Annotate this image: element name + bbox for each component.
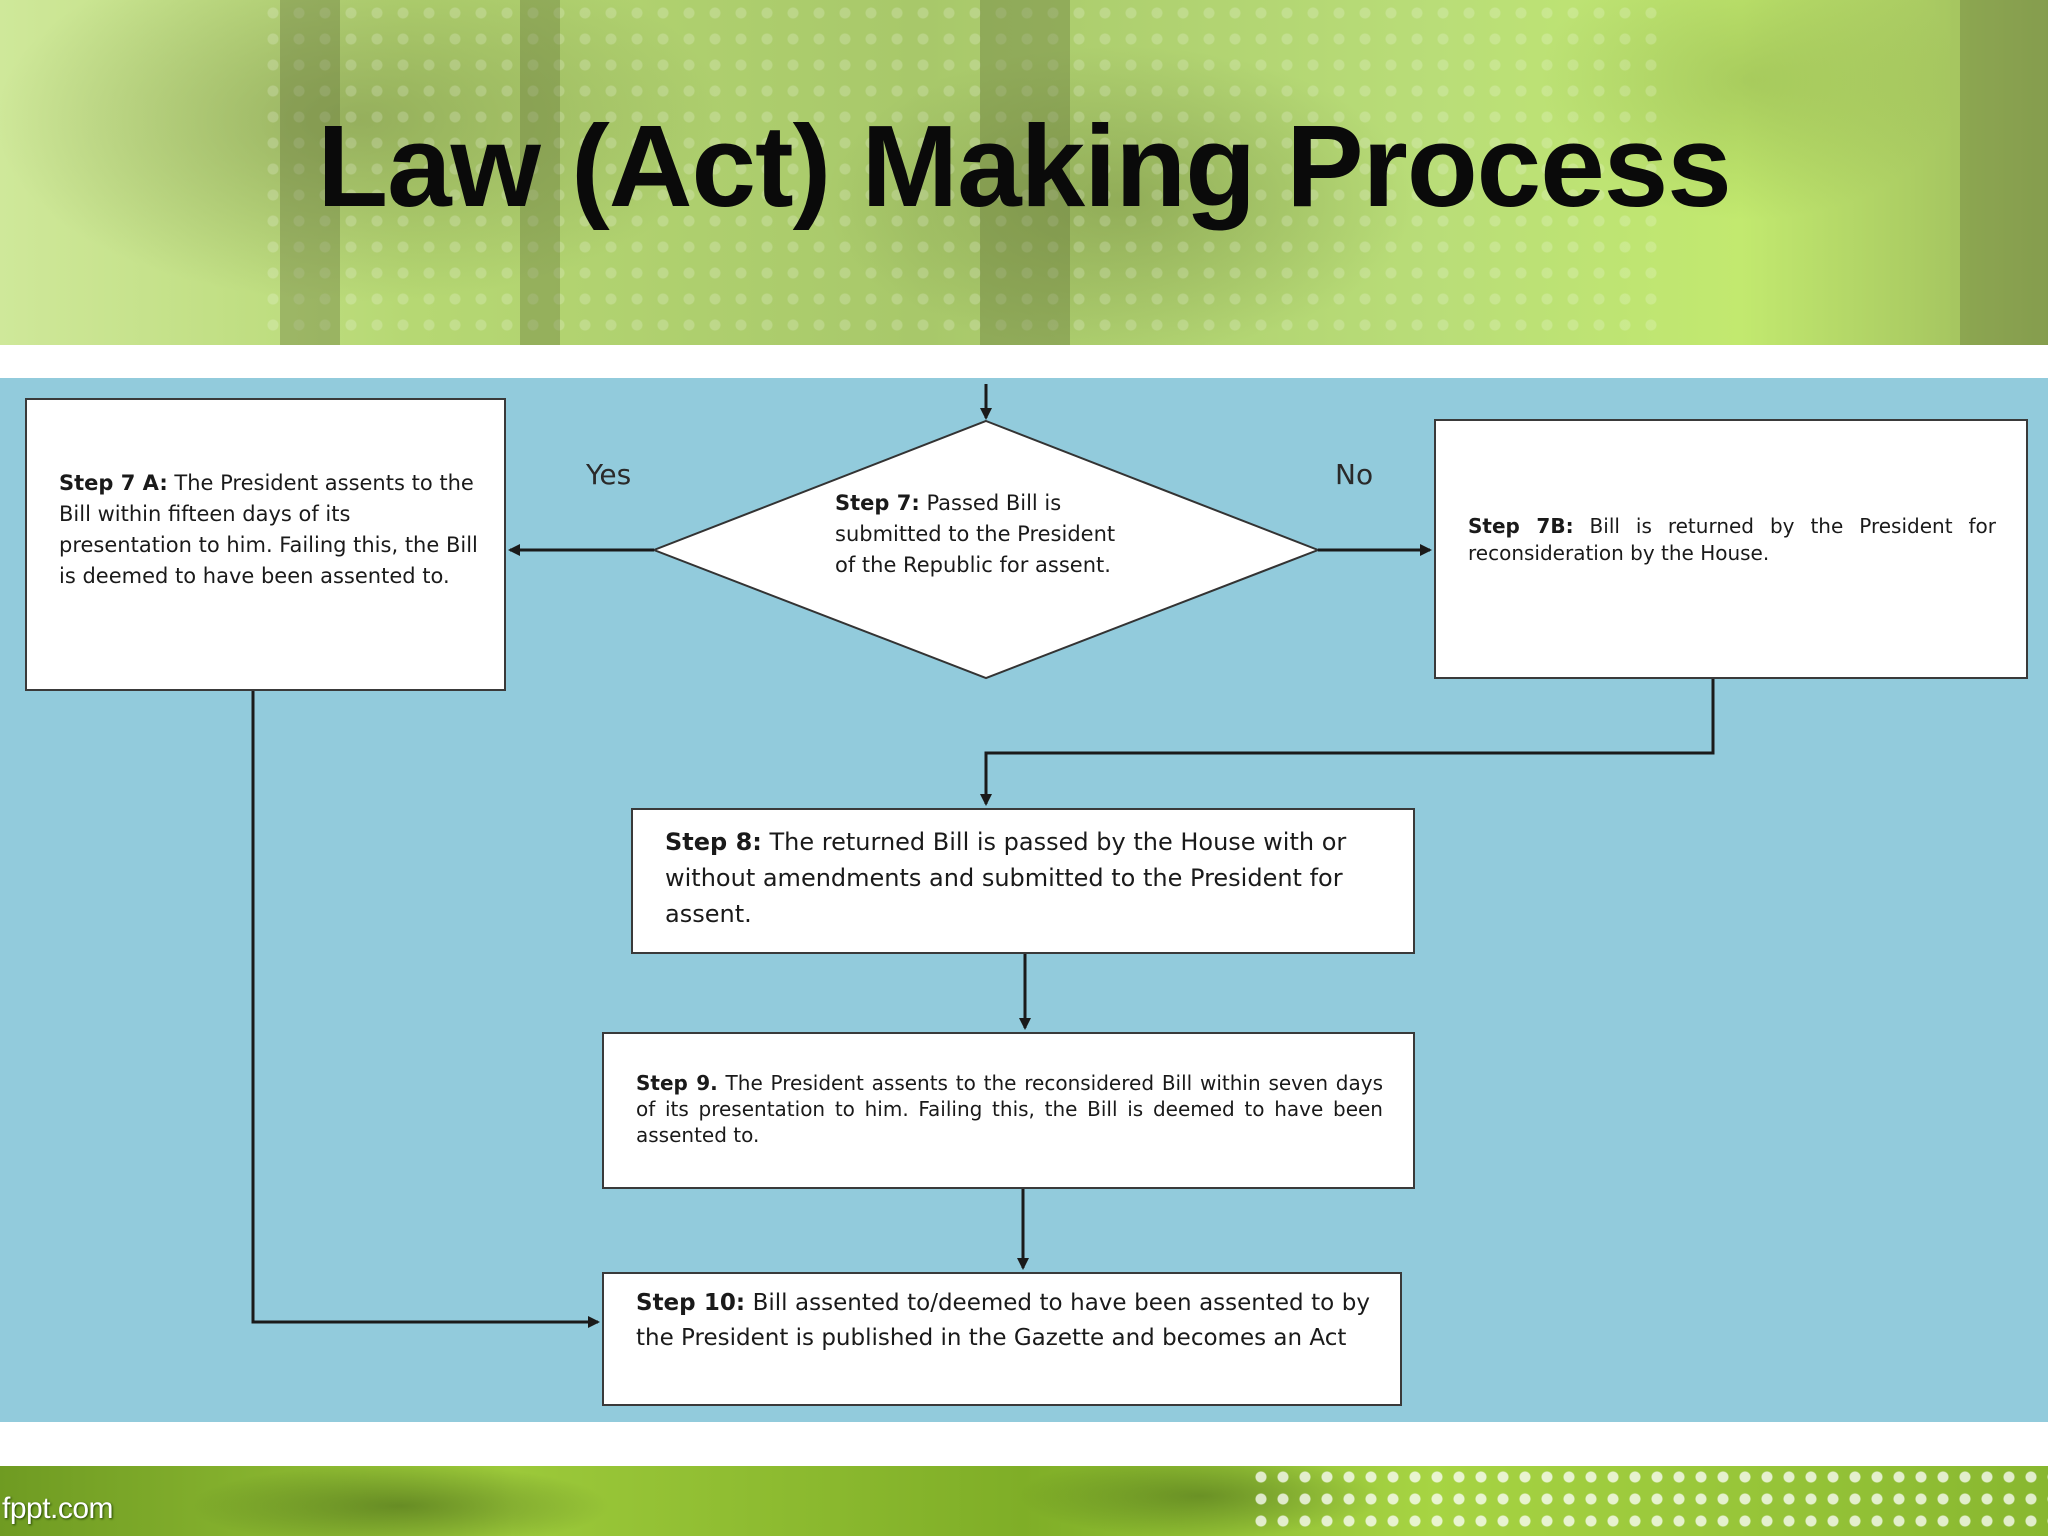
step7b-to-step8-arrow [980,679,1715,806]
header-grunge-streak [280,0,340,345]
header-banner [0,0,2048,345]
step7a-label: Step 7 A: [59,471,168,495]
step9-box: Step 9. The President assents to the rec… [602,1032,1415,1189]
decision-diamond [651,419,1321,680]
step9-body: The President assents to the reconsidere… [636,1071,1383,1147]
header-grunge-streak [980,0,1070,345]
step7b-box: Step 7B: Bill is returned by the Preside… [1434,419,2028,679]
no-label: No [1335,458,1374,491]
step8-box: Step 8: The returned Bill is passed by t… [631,808,1415,954]
footer-brand-text: fppt.com [2,1492,114,1525]
step8-label: Step 8: [665,828,762,856]
footer-banner [0,1466,2048,1536]
step10-box: Step 10: Bill assented to/deemed to have… [602,1272,1402,1406]
footer-dot-pattern [1250,1466,2048,1536]
step9-label: Step 9. [636,1071,718,1095]
header-dot-pattern [260,0,1660,345]
step7a-box: Step 7 A: The President assents to the B… [25,398,506,691]
step10-body: Bill assented to/deemed to have been ass… [636,1290,1370,1351]
step7-label: Step 7: [835,491,920,515]
step7a-body: The President assents to the Bill within… [59,471,478,588]
header-grunge-streak [1960,0,2048,345]
step7-decision-text: Step 7: Passed Bill is submitted to the … [835,488,1135,581]
step7b-label: Step 7B: [1468,514,1574,538]
step7a-to-step10-arrow [251,691,600,1328]
step10-label: Step 10: [636,1290,746,1316]
slide-title: Law (Act) Making Process [317,101,1731,231]
step7b-body: Bill is returned by the President for re… [1468,514,1996,565]
step8-body: The returned Bill is passed by the House… [665,828,1347,928]
header-grunge-streak [520,0,560,345]
step7-body: Passed Bill is submitted to the Presiden… [835,491,1116,577]
yes-label: Yes [586,458,632,491]
